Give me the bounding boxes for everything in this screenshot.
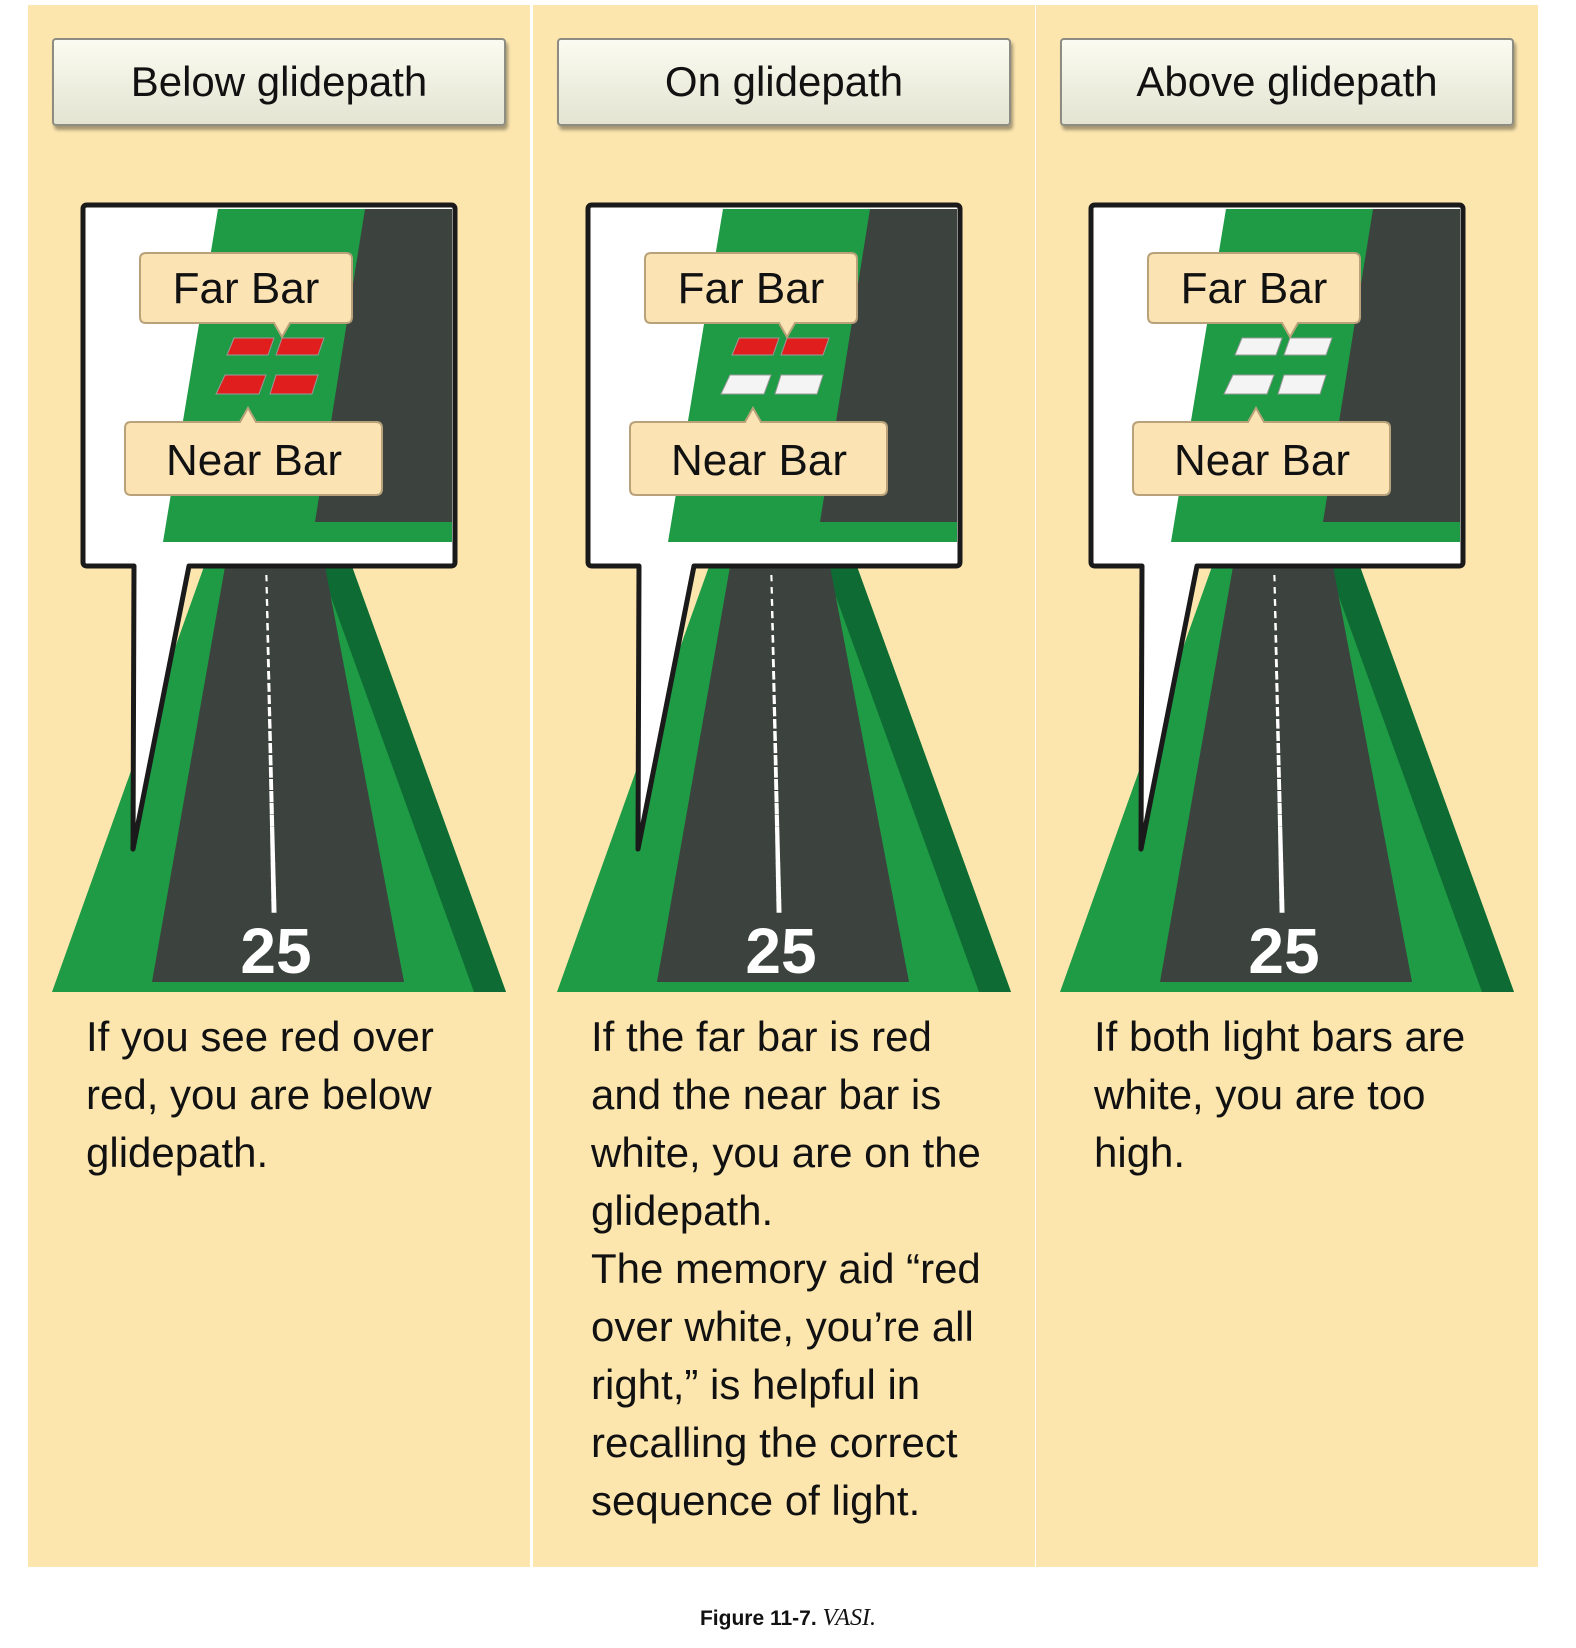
centerline-dashes (265, 574, 277, 913)
far-bar-light-right (275, 337, 325, 356)
panel-heading: Above glidepath (1060, 38, 1514, 126)
centerline-dashes (1273, 574, 1285, 913)
runway-surface (1160, 561, 1412, 982)
vasi-illustration: 25 (557, 202, 1011, 992)
vasi-panel-2: 25 (533, 5, 1035, 1567)
near-bar-light-right (269, 374, 319, 395)
description-text: If the far bar is red and the near bar i… (591, 1013, 981, 1234)
memory-aid-text: The memory aid “red over white, you’re a… (591, 1245, 981, 1524)
far-bar-light-left (1234, 337, 1283, 356)
panel-heading: On glidepath (557, 38, 1011, 126)
near-bar-label: Near Bar (671, 436, 847, 485)
description-text: If you see red over red, you are below g… (86, 1013, 434, 1176)
far-bar-lights (1234, 337, 1333, 356)
far-bar-label: Far Bar (678, 264, 825, 313)
near-bar-label: Near Bar (1174, 436, 1350, 485)
magnifier-callout: Far Bar Near Bar (585, 202, 963, 852)
centerline-dashes (770, 574, 782, 913)
far-bar-light-right (780, 337, 830, 356)
runway-number: 25 (1248, 915, 1319, 987)
far-bar-light-left (226, 337, 275, 356)
vasi-panel-1: 25 (28, 5, 530, 1567)
description-text: If both light bars are white, you are to… (1094, 1013, 1466, 1176)
figure-caption: Figure 11-7. VASI. (0, 1605, 1576, 1632)
grass-shade (1326, 561, 1514, 992)
magnifier-callout: Far Bar Near Bar (80, 202, 458, 852)
near-bar-light-left (215, 374, 267, 395)
runway-number: 25 (745, 915, 816, 987)
runway-surface (152, 561, 404, 982)
caption-title: VASI. (822, 1605, 877, 1631)
runway-surface (657, 561, 909, 982)
near-bar-lights (215, 374, 319, 395)
caption-label: Figure 11-7. (699, 1607, 817, 1630)
vasi-illustration: 25 (1060, 202, 1514, 992)
far-bar-label: Far Bar (173, 264, 320, 313)
vasi-panel-3: 25 (1036, 5, 1538, 1567)
grass-shade (823, 561, 1011, 992)
far-bar-callout: Far Bar (139, 252, 353, 340)
runway-scene: 25 (52, 561, 506, 992)
far-bar-light-right (1283, 337, 1333, 356)
near-bar-light-right (1277, 374, 1327, 395)
near-bar-label: Near Bar (166, 436, 342, 485)
far-bar-callout: Far Bar (1147, 252, 1361, 340)
runway-scene: 25 (1060, 561, 1514, 992)
runway-number: 25 (240, 915, 311, 987)
vasi-illustration: 25 (52, 202, 506, 992)
far-bar-lights (731, 337, 830, 356)
magnifier-callout: Far Bar Near Bar (1088, 202, 1466, 852)
near-bar-lights (1223, 374, 1327, 395)
far-bar-lights (226, 337, 325, 356)
panel-heading: Below glidepath (52, 38, 506, 126)
panel-description: If you see red over red, you are below g… (86, 1008, 506, 1182)
near-bar-callout: Near Bar (124, 405, 383, 496)
near-bar-callout: Near Bar (629, 405, 888, 496)
panel-description: If both light bars are white, you are to… (1094, 1008, 1514, 1182)
runway-scene: 25 (557, 561, 1011, 992)
near-bar-light-left (1223, 374, 1275, 395)
grass-shade (318, 561, 506, 992)
far-bar-label: Far Bar (1181, 264, 1328, 313)
near-bar-light-right (774, 374, 824, 395)
near-bar-light-left (720, 374, 772, 395)
far-bar-light-left (731, 337, 780, 356)
panel-description: If the far bar is red and the near bar i… (591, 1008, 1011, 1530)
near-bar-callout: Near Bar (1132, 405, 1391, 496)
far-bar-callout: Far Bar (644, 252, 858, 340)
near-bar-lights (720, 374, 824, 395)
